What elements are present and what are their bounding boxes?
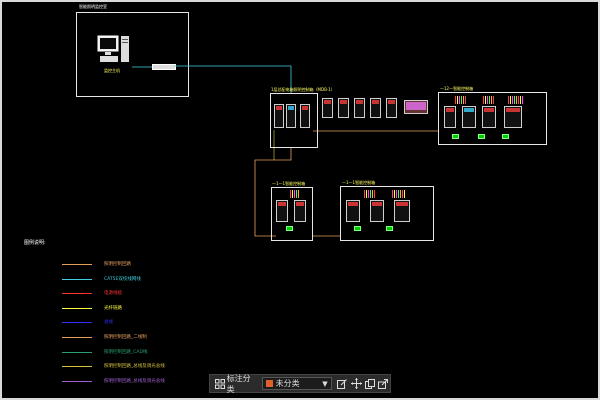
legend-line-sample — [62, 278, 92, 280]
copy-icon[interactable] — [363, 377, 377, 391]
category-select-value: 未分类 — [275, 379, 300, 388]
category-select[interactable]: 未分类 ▼ — [261, 377, 332, 390]
dimmer-module — [482, 106, 496, 128]
panel-left-bottom[interactable] — [271, 187, 313, 241]
controller-module — [274, 104, 284, 128]
chevron-down-icon: ▼ — [322, 379, 328, 388]
panel-left-bottom-label: —1—1智能控制箱 — [272, 181, 306, 186]
relay-module — [386, 98, 397, 118]
share-icon[interactable] — [376, 377, 390, 391]
legend-line-sample — [62, 366, 92, 368]
grid-icon[interactable] — [213, 377, 227, 391]
switch-tag — [286, 226, 293, 231]
cable-bundle — [392, 190, 405, 198]
panel-right-bottom[interactable] — [340, 186, 434, 241]
monitor-room-label: 智能照明监控室 — [79, 4, 107, 9]
legend-item-label: 照明控制回路_总线及调光总线 — [104, 364, 165, 370]
controller-module — [300, 104, 310, 128]
legend-item-label: 光纤链路 — [104, 305, 122, 311]
switch-tag — [452, 134, 459, 139]
touch-panel — [404, 100, 428, 114]
legend-line-sample — [62, 307, 92, 309]
legend-line-sample — [62, 337, 92, 338]
legend-title: 图例说明: — [24, 240, 46, 246]
legend-line-sample — [62, 322, 92, 324]
cable-bundle — [455, 96, 466, 104]
monitor-room-box — [76, 12, 189, 97]
relay-module — [370, 98, 381, 118]
legend-item-label: 照明控制回路_二线制 — [104, 335, 147, 340]
panel-main-label: 1层总配电箱照明控制箱（MDB-1） — [271, 87, 335, 92]
legend-line-sample — [62, 380, 92, 382]
cable-bundle — [508, 96, 523, 104]
edit-icon[interactable] — [336, 377, 350, 391]
toolbar-label: 标注分类 — [226, 373, 251, 394]
cable-bundle — [290, 190, 299, 198]
panel-right-top[interactable] — [438, 92, 547, 145]
computer-icon — [97, 35, 131, 65]
cable-bundle — [483, 96, 494, 104]
switch-tag — [502, 134, 509, 139]
move-icon[interactable] — [349, 377, 363, 391]
legend-item-label: 照明控制回路 — [104, 262, 131, 267]
legend-line-sample — [62, 264, 92, 265]
switch-tag — [478, 134, 485, 139]
category-color-swatch — [265, 380, 273, 387]
legend-line-sample — [62, 351, 92, 353]
dimmer-module — [504, 106, 522, 128]
relay-module — [338, 98, 349, 118]
annotation-toolbar: 标注分类 未分类 ▼ — [209, 373, 391, 394]
legend-item-label: 照明控制回路_总线及调光总线 — [104, 378, 165, 384]
panel-right-bottom-label: —1—1智能控制箱 — [342, 180, 376, 185]
legend-item-label: CAT5E双绞线网线 — [104, 276, 141, 282]
controller-module — [276, 200, 288, 222]
controller-module — [286, 104, 296, 128]
switch-tag — [354, 226, 361, 231]
panel-right-top-label: —12—智能控制箱 — [440, 86, 474, 91]
dimmer-module — [394, 200, 410, 222]
relay-module — [322, 98, 333, 118]
pc-caption: 监控主机 — [104, 68, 120, 73]
switch-device — [152, 64, 176, 70]
dimmer-module — [444, 106, 456, 128]
legend-item-label: 电源线缆 — [104, 291, 122, 297]
cable-bundle — [364, 190, 375, 198]
controller-module — [294, 200, 306, 222]
dimmer-module — [370, 200, 384, 222]
relay-module — [354, 98, 365, 118]
legend-item-label: 照明控制回路_CAD线 — [104, 349, 148, 355]
switch-tag — [386, 226, 393, 231]
main-distribution-panel[interactable] — [270, 93, 318, 148]
dimmer-module — [346, 200, 360, 222]
dimmer-module — [462, 106, 476, 128]
legend-item-label: 总线 — [104, 320, 113, 326]
legend-line-sample — [62, 293, 92, 295]
